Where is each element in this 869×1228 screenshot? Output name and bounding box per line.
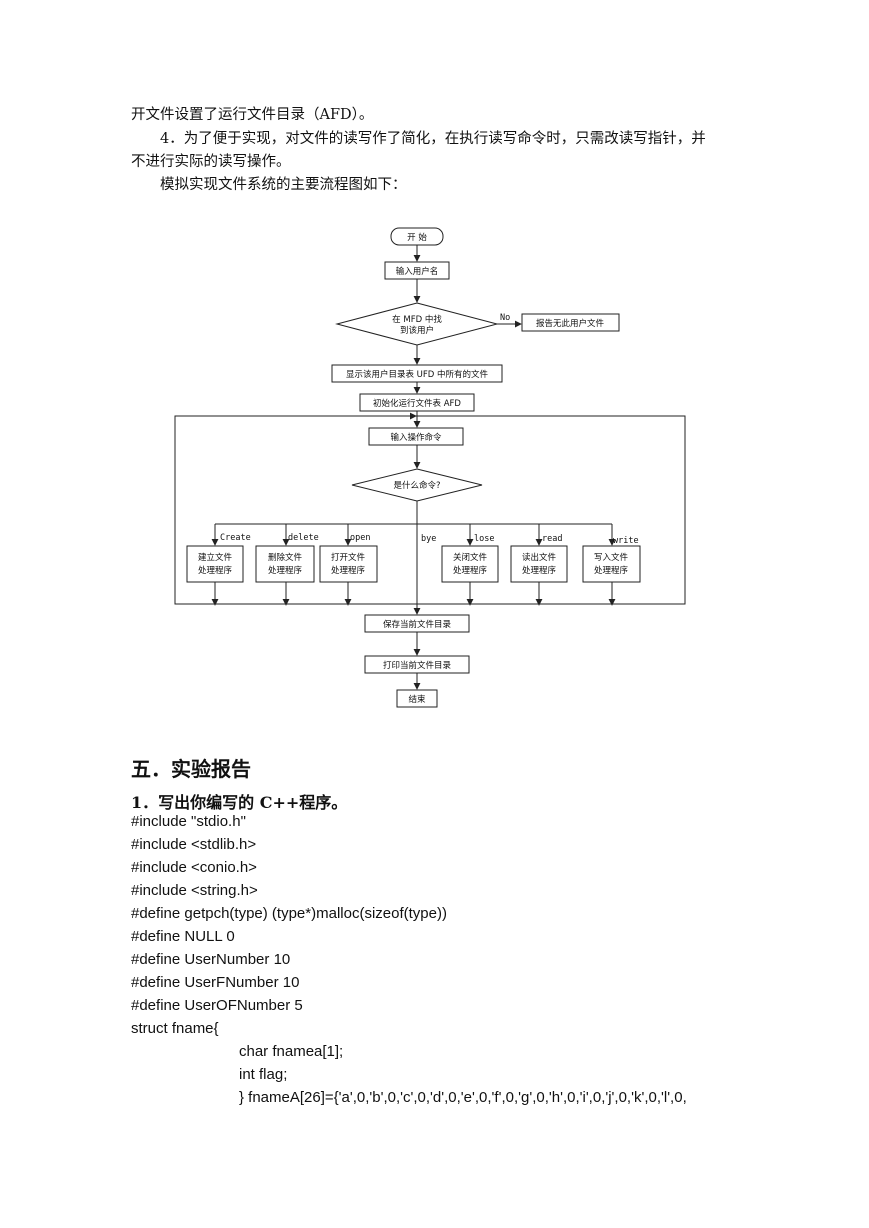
question-heading: 1．写出你编写的 C++程序。 [131, 793, 348, 812]
close-handler-box [441, 545, 499, 583]
open-handler-box [319, 545, 378, 583]
code-line: struct fname{ [131, 1020, 219, 1037]
code-line: #define getpch(type) (type*)malloc(sizeo… [131, 905, 447, 922]
section-heading: 五．实验报告 [131, 757, 251, 781]
delete-handler-label-1: 删除文件 [268, 552, 303, 563]
open-handler-label-2: 处理程序 [331, 565, 366, 576]
create-handler-box [186, 545, 244, 583]
branch-open-label: open [350, 533, 370, 543]
code-line: int flag; [239, 1066, 288, 1083]
open-handler-label-1: 打开文件 [331, 552, 366, 563]
find-user-label-1: 在 MFD 中找 [392, 314, 442, 325]
no-user-label: 报告无此用户文件 [536, 318, 605, 329]
code-line: #define UserOFNumber 5 [131, 997, 303, 1014]
code-line: #include <conio.h> [131, 859, 257, 876]
input-cmd-box [368, 427, 464, 446]
branch-bye-label: bye [421, 534, 436, 544]
code-line: } fnameA[26]={'a',0,'b',0,'c',0,'d',0,'e… [239, 1089, 687, 1106]
read-handler-label-1: 读出文件 [522, 552, 557, 563]
code-line: #include "stdio.h" [131, 813, 246, 830]
write-handler-box [582, 545, 641, 583]
branch-read-label: read [542, 534, 562, 544]
write-handler-label-1: 写入文件 [594, 552, 629, 563]
read-handler-box [510, 545, 568, 583]
no-label: No [500, 313, 510, 323]
loop-frame [174, 415, 686, 605]
start-label: 开 始 [407, 232, 427, 243]
input-user-label: 输入用户名 [396, 266, 439, 277]
no-user-box [521, 313, 620, 332]
code-line: #define NULL 0 [131, 928, 235, 945]
create-handler-label-2: 处理程序 [198, 565, 233, 576]
intro-line-2: 4．为了便于实现，对文件的读写作了简化，在执行读写命令时，只需改读写指针，并 [160, 131, 706, 147]
end-label: 结束 [408, 694, 426, 705]
close-handler-label-1: 关闭文件 [453, 552, 488, 563]
intro-line-3: 不进行实际的读写操作。 [131, 154, 291, 170]
close-handler-label-2: 处理程序 [453, 565, 488, 576]
code-line: #define UserNumber 10 [131, 951, 291, 968]
find-user-label-2: 到该用户 [400, 325, 434, 336]
delete-handler-label-2: 处理程序 [268, 565, 303, 576]
input-cmd-label: 输入操作命令 [390, 432, 442, 443]
delete-handler-box [255, 545, 315, 583]
branch-close-label: lose [474, 534, 494, 544]
branch-delete-label: delete [288, 533, 319, 543]
read-handler-label-2: 处理程序 [522, 565, 557, 576]
which-cmd-label: 是什么命令? [393, 480, 440, 491]
flowchart-diagram: 开 始 输入用户名 在 MFD 中找 到该用户 No 报告无此用户文件 显示该用… [174, 227, 686, 708]
code-line: char fnamea[1]; [239, 1043, 344, 1060]
branch-create-label: Create [220, 533, 251, 543]
write-handler-label-2: 处理程序 [594, 565, 629, 576]
save-dir-label: 保存当前文件目录 [383, 619, 452, 630]
code-line: #include <stdlib.h> [131, 836, 257, 853]
intro-line-1: 开文件设置了运行文件目录（AFD）。 [131, 107, 374, 123]
print-dir-label: 打印当前文件目录 [383, 660, 452, 671]
show-ufd-label: 显示该用户目录表 UFD 中所有的文件 [346, 369, 489, 380]
intro-line-4: 模拟实现文件系统的主要流程图如下： [160, 177, 407, 193]
branch-write-label: write [613, 536, 639, 546]
end-node [396, 689, 438, 708]
create-handler-label-1: 建立文件 [198, 552, 233, 563]
code-line: #define UserFNumber 10 [131, 974, 300, 991]
init-afd-label: 初始化运行文件表 AFD [373, 398, 461, 409]
code-line: #include <string.h> [131, 882, 258, 899]
